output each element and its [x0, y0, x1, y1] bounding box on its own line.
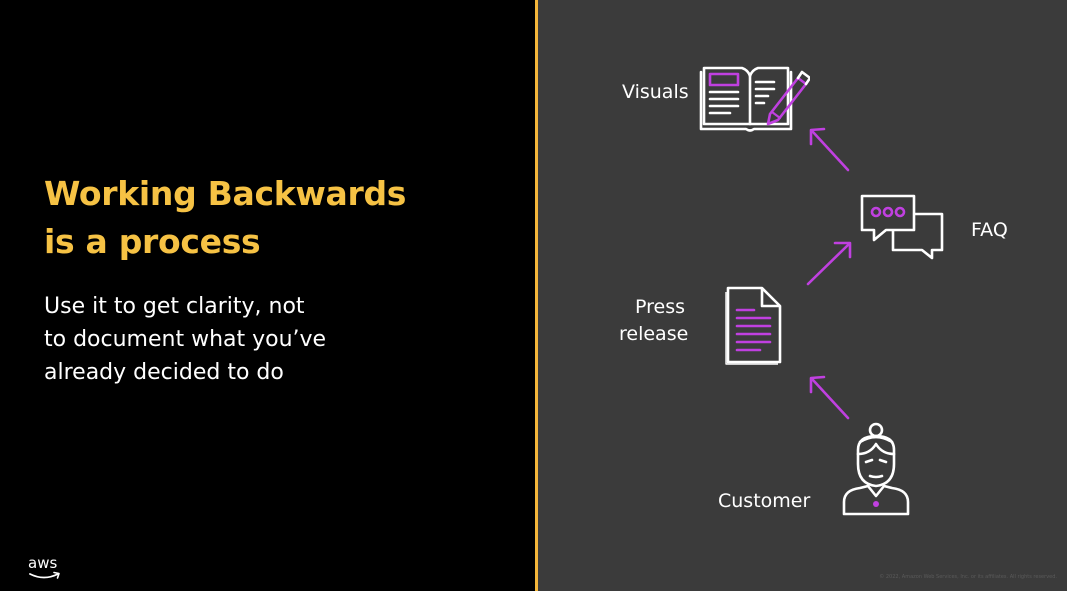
left-panel: Working Backwards is a process Use it to… — [28, 170, 514, 582]
chat-bubbles-icon — [860, 194, 944, 260]
label-press: Press — [634, 296, 685, 318]
aws-smile-icon — [29, 571, 60, 579]
label-faq: FAQ — [971, 219, 1008, 241]
label-visuals: Visuals — [622, 81, 689, 103]
copyright: © 2022, Amazon Web Services, Inc. or its… — [879, 574, 1057, 580]
customer-icon — [842, 422, 910, 516]
slide-subtitle: Use it to get clarity, not to document w… — [44, 290, 444, 389]
subtitle-line-3: already decided to do — [44, 360, 284, 385]
label-press-release: Press release — [619, 294, 689, 348]
subtitle-line-2: to document what you’ve — [44, 327, 327, 352]
arrow-up-right-icon — [806, 241, 852, 286]
arrow-up-left-icon — [809, 127, 850, 172]
slide-title: Working Backwards is a process — [44, 170, 514, 266]
divider — [535, 0, 538, 591]
label-release: release — [619, 323, 689, 345]
subtitle-line-1: Use it to get clarity, not — [44, 294, 305, 319]
title-line-1: Working Backwards — [44, 174, 407, 213]
arrow-up-left-icon — [809, 375, 850, 420]
aws-logo: aws — [28, 554, 64, 582]
document-icon — [725, 286, 782, 365]
notebook-pencil-icon — [699, 66, 810, 132]
diagram-panel: Visuals — [538, 0, 1067, 591]
label-customer: Customer — [718, 490, 811, 512]
title-line-2: is a process — [44, 222, 261, 261]
aws-logo-text: aws — [28, 554, 58, 572]
